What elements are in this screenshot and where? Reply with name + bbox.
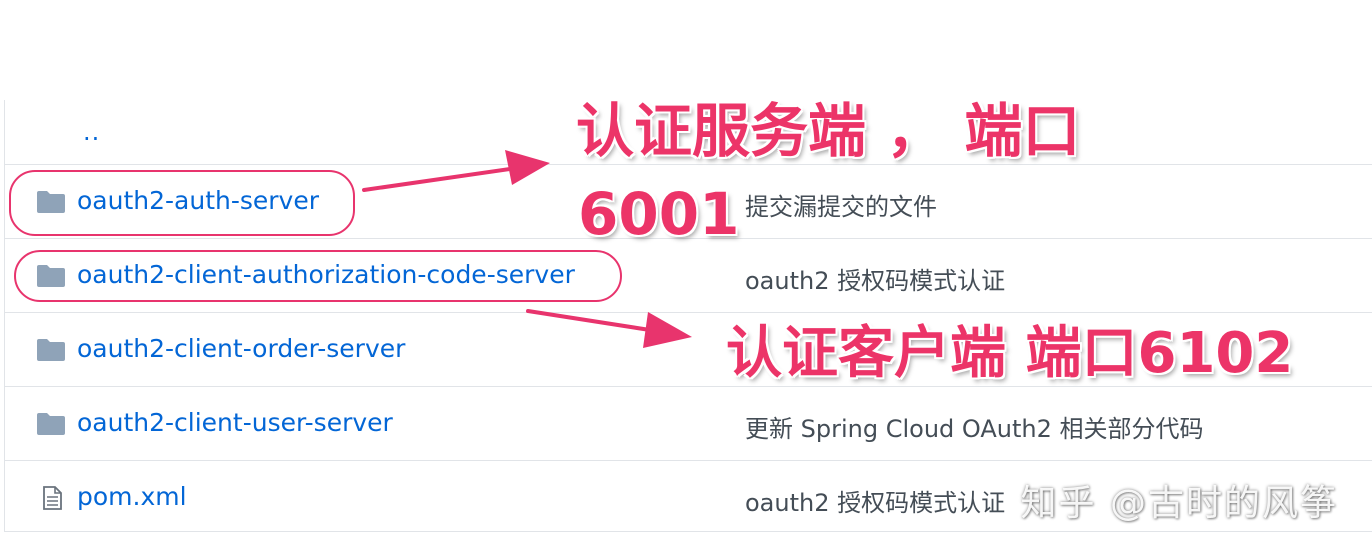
file-icon <box>43 486 62 510</box>
commit-message[interactable]: oauth2 授权码模式认证 <box>745 489 1006 517</box>
file-name-link[interactable]: oauth2-auth-server <box>77 186 320 215</box>
file-row[interactable]: oauth2-client-order-server <box>5 313 1372 387</box>
auth-server-annotation: 认证服务端 ， 端口 <box>576 97 1081 165</box>
file-row[interactable]: oauth2-client-user-server 更新 Spring Clou… <box>5 387 1372 461</box>
folder-icon <box>37 265 65 287</box>
folder-icon <box>37 339 65 361</box>
commit-message[interactable]: 提交漏提交的文件 <box>745 193 937 221</box>
file-name-link[interactable]: oauth2-client-order-server <box>77 334 406 363</box>
client-annotation: 认证客户端 端口6102 <box>726 321 1294 386</box>
auth-server-port-annotation: 6001 <box>578 180 740 248</box>
file-row[interactable]: oauth2-client-authorization-code-server … <box>5 239 1372 313</box>
highlight-ellipse <box>14 250 622 302</box>
folder-icon <box>37 191 65 213</box>
parent-directory-row[interactable]: .. <box>5 100 1372 165</box>
file-row[interactable]: oauth2-auth-server 提交漏提交的文件 <box>5 165 1372 239</box>
folder-icon <box>37 413 65 435</box>
parent-directory-link[interactable]: .. <box>83 118 101 146</box>
file-listing: .. oauth2-auth-server 提交漏提交的文件 oauth2-cl… <box>4 100 1372 532</box>
file-name-link[interactable]: oauth2-client-authorization-code-server <box>77 260 575 289</box>
highlight-ellipse <box>9 170 355 236</box>
commit-message[interactable]: oauth2 授权码模式认证 <box>745 267 1006 295</box>
arrow-to-auth-server <box>362 150 550 192</box>
file-name-link[interactable]: pom.xml <box>77 482 187 511</box>
file-row[interactable]: pom.xml oauth2 授权码模式认证 <box>5 461 1372 532</box>
arrow-to-client-label <box>526 309 692 348</box>
file-name-link[interactable]: oauth2-client-user-server <box>77 408 393 437</box>
watermark: 知乎 @古时的风筝 <box>1020 483 1338 524</box>
commit-message[interactable]: 更新 Spring Cloud OAuth2 相关部分代码 <box>745 415 1204 443</box>
